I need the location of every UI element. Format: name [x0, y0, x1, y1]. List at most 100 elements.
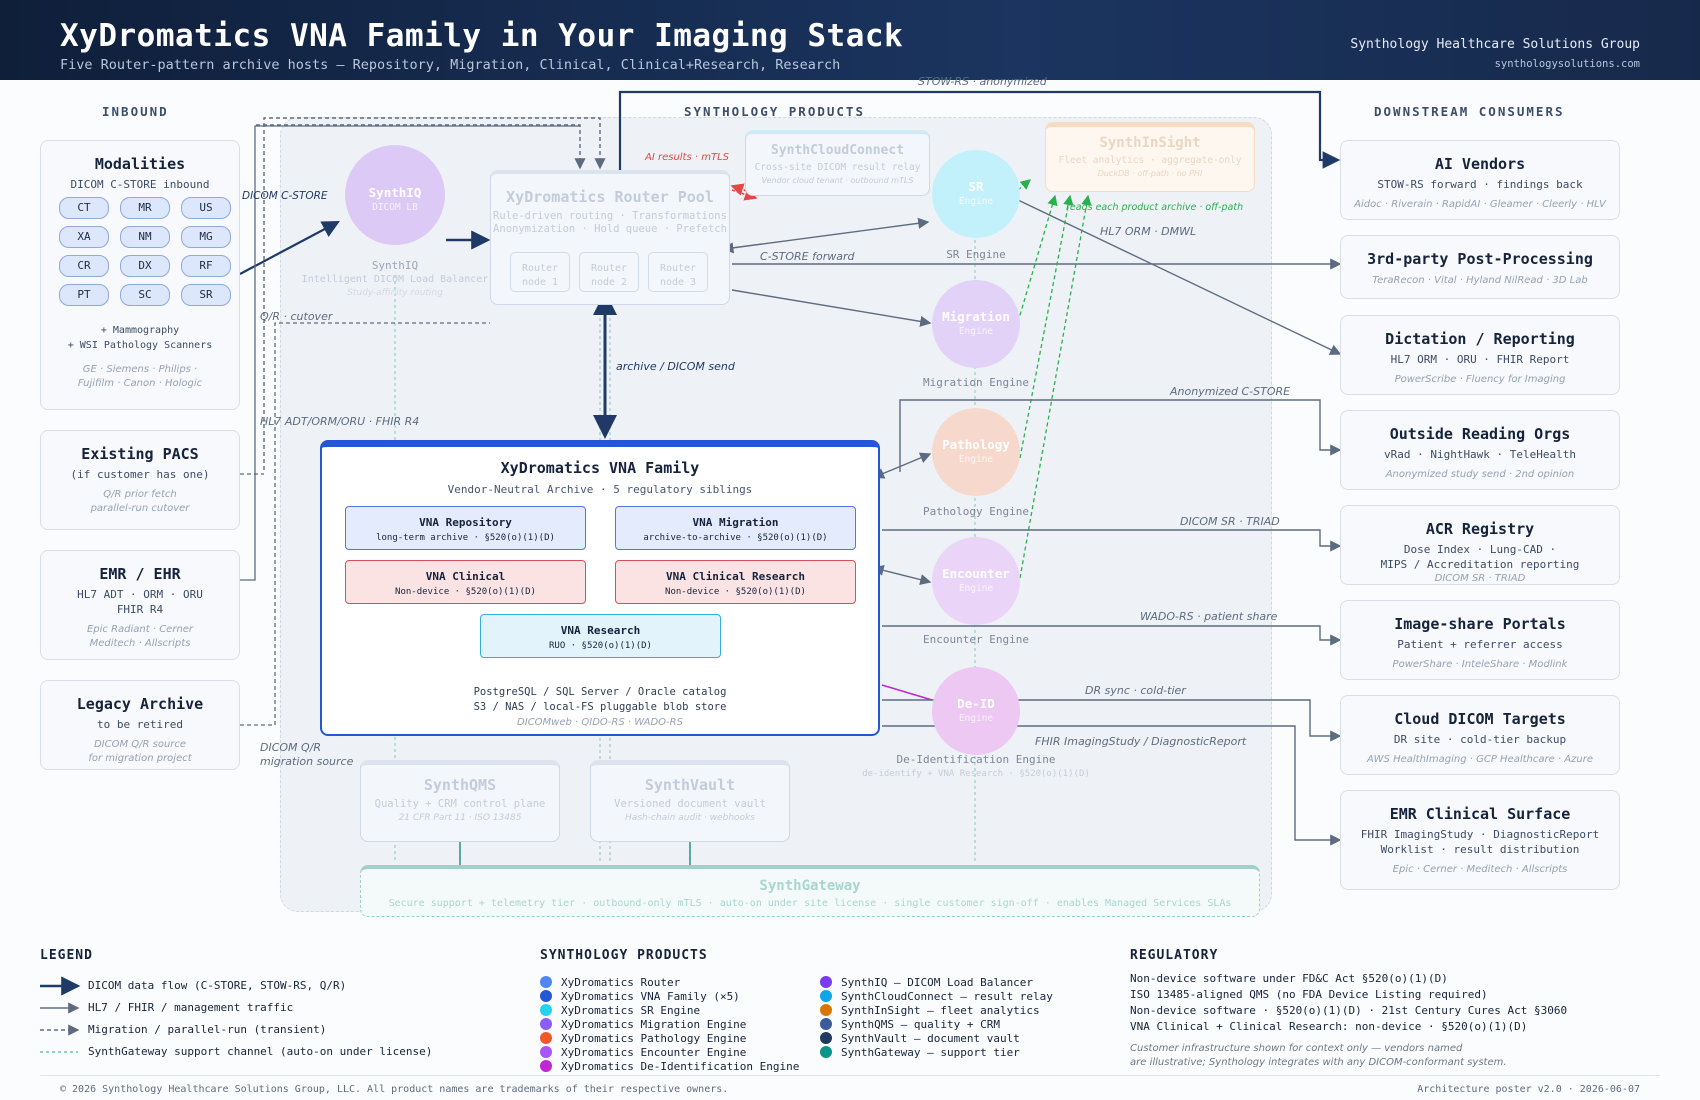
downstream-dictation[interactable]: Dictation / Reporting HL7 ORM · ORU · FH… — [1340, 315, 1620, 395]
downstream-vendors: AWS HealthImaging · GCP Healthcare · Azu… — [1367, 754, 1593, 765]
qms-line-2: 21 CFR Part 11 · ISO 13485 — [398, 813, 522, 823]
vault-line-1: Versioned document vault — [614, 798, 766, 810]
edge-label-archive-send: archive / DICOM send — [616, 360, 735, 373]
downstream-subtitle-2: Worklist · result distribution — [1380, 843, 1580, 856]
pathology-engine-node[interactable]: Pathology Engine — [932, 408, 1020, 496]
downstream-title: EMR Clinical Surface — [1389, 805, 1571, 823]
org-url[interactable]: synthologysolutions.com — [1494, 58, 1640, 70]
product-legend-item: XyDromatics Pathology Engine — [540, 1032, 746, 1045]
modalities-vendors-2: Fujifilm · Canon · Hologic — [77, 378, 203, 389]
gateway-line-1: Secure support + telemetry tier · outbou… — [388, 898, 1232, 909]
modality-chip[interactable]: CT — [59, 197, 109, 219]
product-legend-label: SynthGateway — support tier — [841, 1046, 1020, 1059]
synthiq-desc: Intelligent DICOM Load Balancer — [301, 274, 489, 285]
edge-label-cstore-forward: C-STORE forward — [760, 250, 855, 263]
emr-ehr-card[interactable]: EMR / EHR HL7 ADT · ORM · ORU FHIR R4 Ep… — [40, 550, 240, 660]
downstream-post-processing[interactable]: 3rd-party Post-Processing TeraRecon · Vi… — [1340, 235, 1620, 299]
product-legend-item: SynthVault — document vault — [820, 1032, 1020, 1045]
router-pool-line-2: Anonymization · Hold queue · Prefetch — [493, 223, 727, 235]
modalities-card[interactable]: Modalities DICOM C-STORE inbound CT MR U… — [40, 140, 240, 410]
modalities-extra-1: + Mammography — [100, 325, 180, 336]
edge-label-ai-results: AI results · mTLS — [645, 152, 729, 163]
modality-chip[interactable]: PT — [59, 284, 109, 306]
modality-chip[interactable]: SC — [120, 284, 170, 306]
downstream-acr-registry[interactable]: ACR Registry Dose Index · Lung-CAD · MIP… — [1340, 505, 1620, 585]
product-legend-item: XyDromatics VNA Family (×5) — [540, 990, 740, 1003]
modality-chip[interactable]: CR — [59, 255, 109, 277]
migration-engine-node[interactable]: Migration Engine — [932, 280, 1020, 368]
encounter-engine-node[interactable]: Encounter Engine — [932, 537, 1020, 625]
modality-chip[interactable]: SR — [181, 284, 231, 306]
downstream-subtitle: STOW-RS forward · findings back — [1377, 178, 1583, 191]
modality-chip[interactable]: RF — [181, 255, 231, 277]
vna-research-desc: RUO · §520(o)(1)(D) — [549, 641, 652, 651]
product-color-dot — [540, 990, 552, 1002]
modality-chip[interactable]: XA — [59, 226, 109, 248]
product-legend-item: SynthCloudConnect — result relay — [820, 990, 1053, 1003]
product-legend-item: SynthInSight — fleet analytics — [820, 1004, 1040, 1017]
product-legend-label: XyDromatics De-Identification Engine — [561, 1060, 800, 1073]
vna-research[interactable]: VNA Research RUO · §520(o)(1)(D) — [480, 614, 721, 658]
modality-chip[interactable]: US — [181, 197, 231, 219]
vna-repository[interactable]: VNA Repository long-term archive · §520(… — [345, 506, 586, 550]
product-legend-item: XyDromatics Router — [540, 976, 680, 989]
modalities-title: Modalities — [94, 155, 186, 173]
edge-label-dr-sync: DR sync · cold-tier — [1085, 684, 1186, 697]
inbound-heading: INBOUND — [102, 104, 169, 119]
pacs-note-1: Q/R prior fetch — [103, 489, 177, 500]
product-legend-item: XyDromatics Migration Engine — [540, 1018, 746, 1031]
synthgateway-card[interactable]: SynthGateway Secure support + telemetry … — [360, 865, 1260, 917]
vna-clinical-research[interactable]: VNA Clinical Research Non-device · §520(… — [615, 560, 856, 604]
edge-label-fhir-imaging: FHIR ImagingStudy / DiagnosticReport — [1035, 735, 1247, 748]
product-legend-item: SynthQMS — quality + CRM — [820, 1018, 1000, 1031]
product-color-dot — [820, 990, 832, 1002]
downstream-subtitle: Dose Index · Lung-CAD · — [1403, 543, 1557, 556]
vna-clinical[interactable]: VNA Clinical Non-device · §520(o)(1)(D) — [345, 560, 586, 604]
downstream-ai-vendors[interactable]: AI Vendors STOW-RS forward · findings ba… — [1340, 140, 1620, 220]
regulatory-line: ISO 13485-aligned QMS (no FDA Device Lis… — [1130, 988, 1488, 1001]
product-color-dot — [540, 1046, 552, 1058]
synthcloudconnect-card[interactable]: SynthCloudConnect Cross-site DICOM resul… — [745, 130, 930, 196]
downstream-subtitle: FHIR ImagingStudy · DiagnosticReport — [1360, 828, 1600, 841]
downstream-subtitle: HL7 ORM · ORU · FHIR Report — [1390, 353, 1570, 366]
modality-chip[interactable]: DX — [120, 255, 170, 277]
modality-chip[interactable]: NM — [120, 226, 170, 248]
synthiq-node[interactable]: SynthIQ DICOM LB — [345, 145, 445, 245]
vna-family-card[interactable]: XyDromatics VNA Family Vendor-Neutral Ar… — [320, 440, 880, 736]
downstream-title: ACR Registry — [1425, 520, 1535, 538]
sr-engine-node[interactable]: SR Engine — [932, 150, 1020, 238]
modality-chip[interactable]: MR — [120, 197, 170, 219]
synthiq-tag: DICOM LB — [372, 202, 418, 213]
existing-pacs-card[interactable]: Existing PACS (if customer has one) Q/R … — [40, 430, 240, 530]
modalities-vendors-1: GE · Siemens · Philips · — [82, 364, 198, 375]
downstream-image-share[interactable]: Image-share Portals Patient + referrer a… — [1340, 600, 1620, 680]
downstream-heading: DOWNSTREAM CONSUMERS — [1374, 104, 1565, 119]
modalities-extra-2: + WSI Pathology Scanners — [67, 340, 213, 351]
pathology-engine-name: Pathology — [942, 437, 1010, 452]
downstream-cloud-dicom[interactable]: Cloud DICOM Targets DR site · cold-tier … — [1340, 695, 1620, 775]
vna-clinical-name: VNA Clinical — [425, 570, 506, 583]
synthinsight-card[interactable]: SynthInSight Fleet analytics · aggregate… — [1045, 122, 1255, 192]
edge-label-migration-source: migration source — [260, 755, 354, 768]
deid-engine-label: De-Identification Engine — [896, 753, 1056, 766]
org-name: Synthology Healthcare Solutions Group — [1350, 37, 1640, 52]
legend-item: SynthGateway support channel (auto-on un… — [88, 1045, 433, 1058]
deid-engine-node[interactable]: De-ID Engine — [932, 667, 1020, 755]
downstream-outside-reading[interactable]: Outside Reading Orgs vRad · NightHawk · … — [1340, 410, 1620, 490]
deid-engine-tag: Engine — [958, 713, 994, 724]
synthqms-card[interactable]: SynthQMS Quality + CRM control plane 21 … — [360, 760, 560, 842]
vna-migration-name: VNA Migration — [692, 516, 779, 529]
modality-chip-grid: CT MR US XA NM MG CR DX RF PT SC SR — [59, 197, 231, 306]
downstream-emr-clinical[interactable]: EMR Clinical Surface FHIR ImagingStudy ·… — [1340, 790, 1620, 890]
qms-title: SynthQMS — [423, 776, 497, 794]
vna-migration[interactable]: VNA Migration archive-to-archive · §520(… — [615, 506, 856, 550]
synthvault-card[interactable]: SynthVault Versioned document vault Hash… — [590, 760, 790, 842]
legacy-archive-card[interactable]: Legacy Archive to be retired DICOM Q/R s… — [40, 680, 240, 770]
product-legend-label: XyDromatics Pathology Engine — [561, 1032, 747, 1045]
downstream-vendors: PowerScribe · Fluency for Imaging — [1394, 374, 1566, 385]
modality-chip[interactable]: MG — [181, 226, 231, 248]
